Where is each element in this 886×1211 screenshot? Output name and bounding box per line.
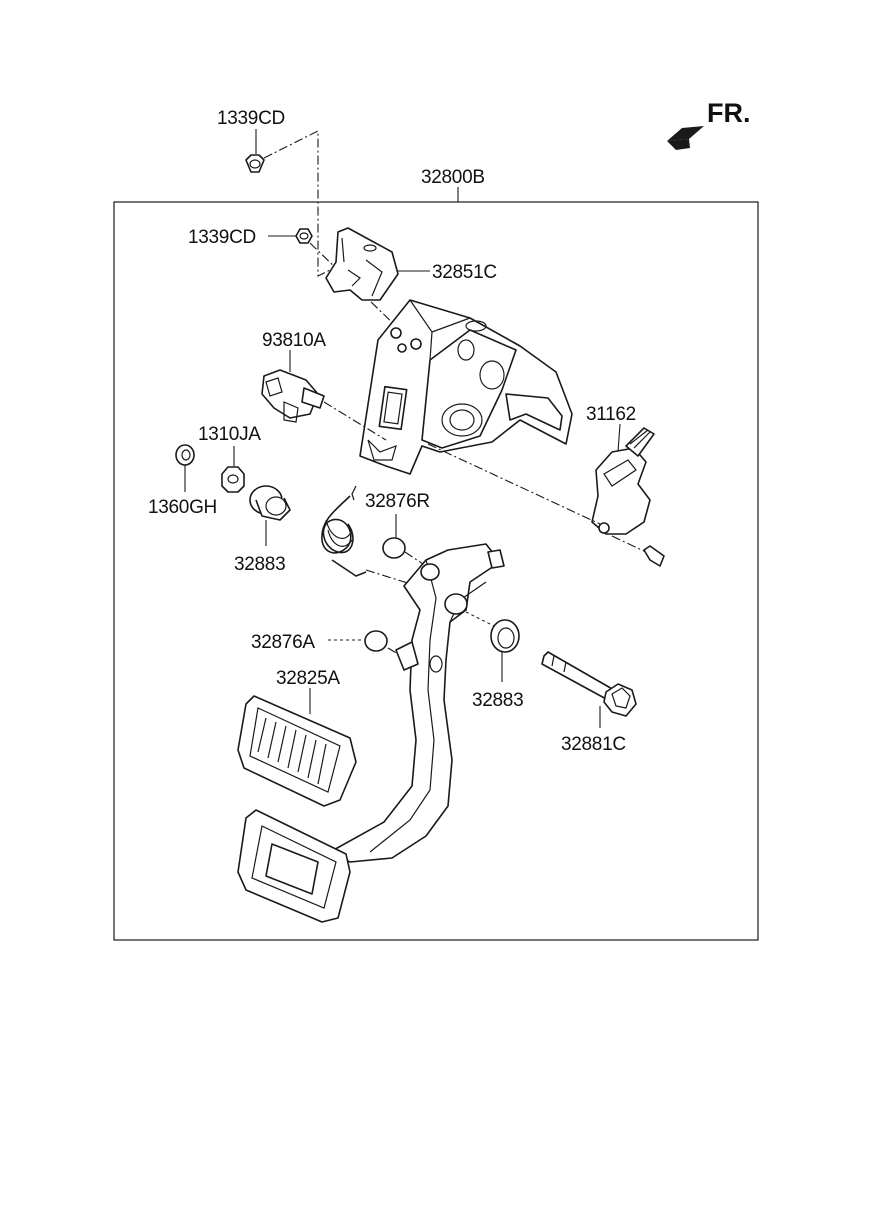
bolt-32881C: 32881C [541, 651, 637, 755]
pedal-foot-plate [237, 809, 351, 923]
bracket-32851C: 32851C [325, 227, 497, 301]
bushing-32883-left: 32883 [234, 485, 291, 575]
label-1339CD-inner: 1339CD [188, 227, 256, 248]
nut-1339CD-top: 1339CD [217, 108, 331, 277]
label-1310JA: 1310JA [198, 424, 261, 445]
stopper-cap-32876R [382, 514, 433, 571]
front-label: FR. [707, 98, 751, 128]
front-direction-indicator: FR. [667, 98, 751, 150]
label-1339CD-top: 1339CD [217, 108, 285, 129]
label-32876A: 32876A [251, 632, 315, 653]
bushing-32883-right: 32883 [465, 611, 524, 711]
label-32876R: 32876R [365, 491, 430, 512]
pedal-pad-32825A: 32825A [237, 668, 357, 807]
label-32883-right: 32883 [472, 690, 523, 711]
sensor-31162: 31162 [427, 404, 665, 567]
label-1360GH: 1360GH [148, 497, 217, 518]
assembly-frame [113, 201, 759, 941]
stop-switch-93810A: 93810A [261, 330, 387, 441]
label-32800B: 32800B [421, 167, 485, 188]
washer-1360GH: 1360GH [148, 444, 217, 518]
nut-1310JA: 1310JA [198, 424, 262, 493]
label-93810A: 93810A [262, 330, 326, 351]
stopper-32876A: 32876A [251, 630, 409, 661]
pedal-arm [329, 543, 505, 863]
front-arrow-icon [667, 126, 704, 141]
label-32851C: 32851C [432, 262, 497, 283]
pedal-bracket-housing [359, 299, 573, 475]
label-32825A: 32825A [276, 668, 340, 689]
label-32881C: 32881C [561, 734, 626, 755]
nut-1339CD-inner: 1339CD [188, 227, 401, 331]
label-32883-left: 32883 [234, 554, 285, 575]
label-31162: 31162 [586, 404, 636, 425]
